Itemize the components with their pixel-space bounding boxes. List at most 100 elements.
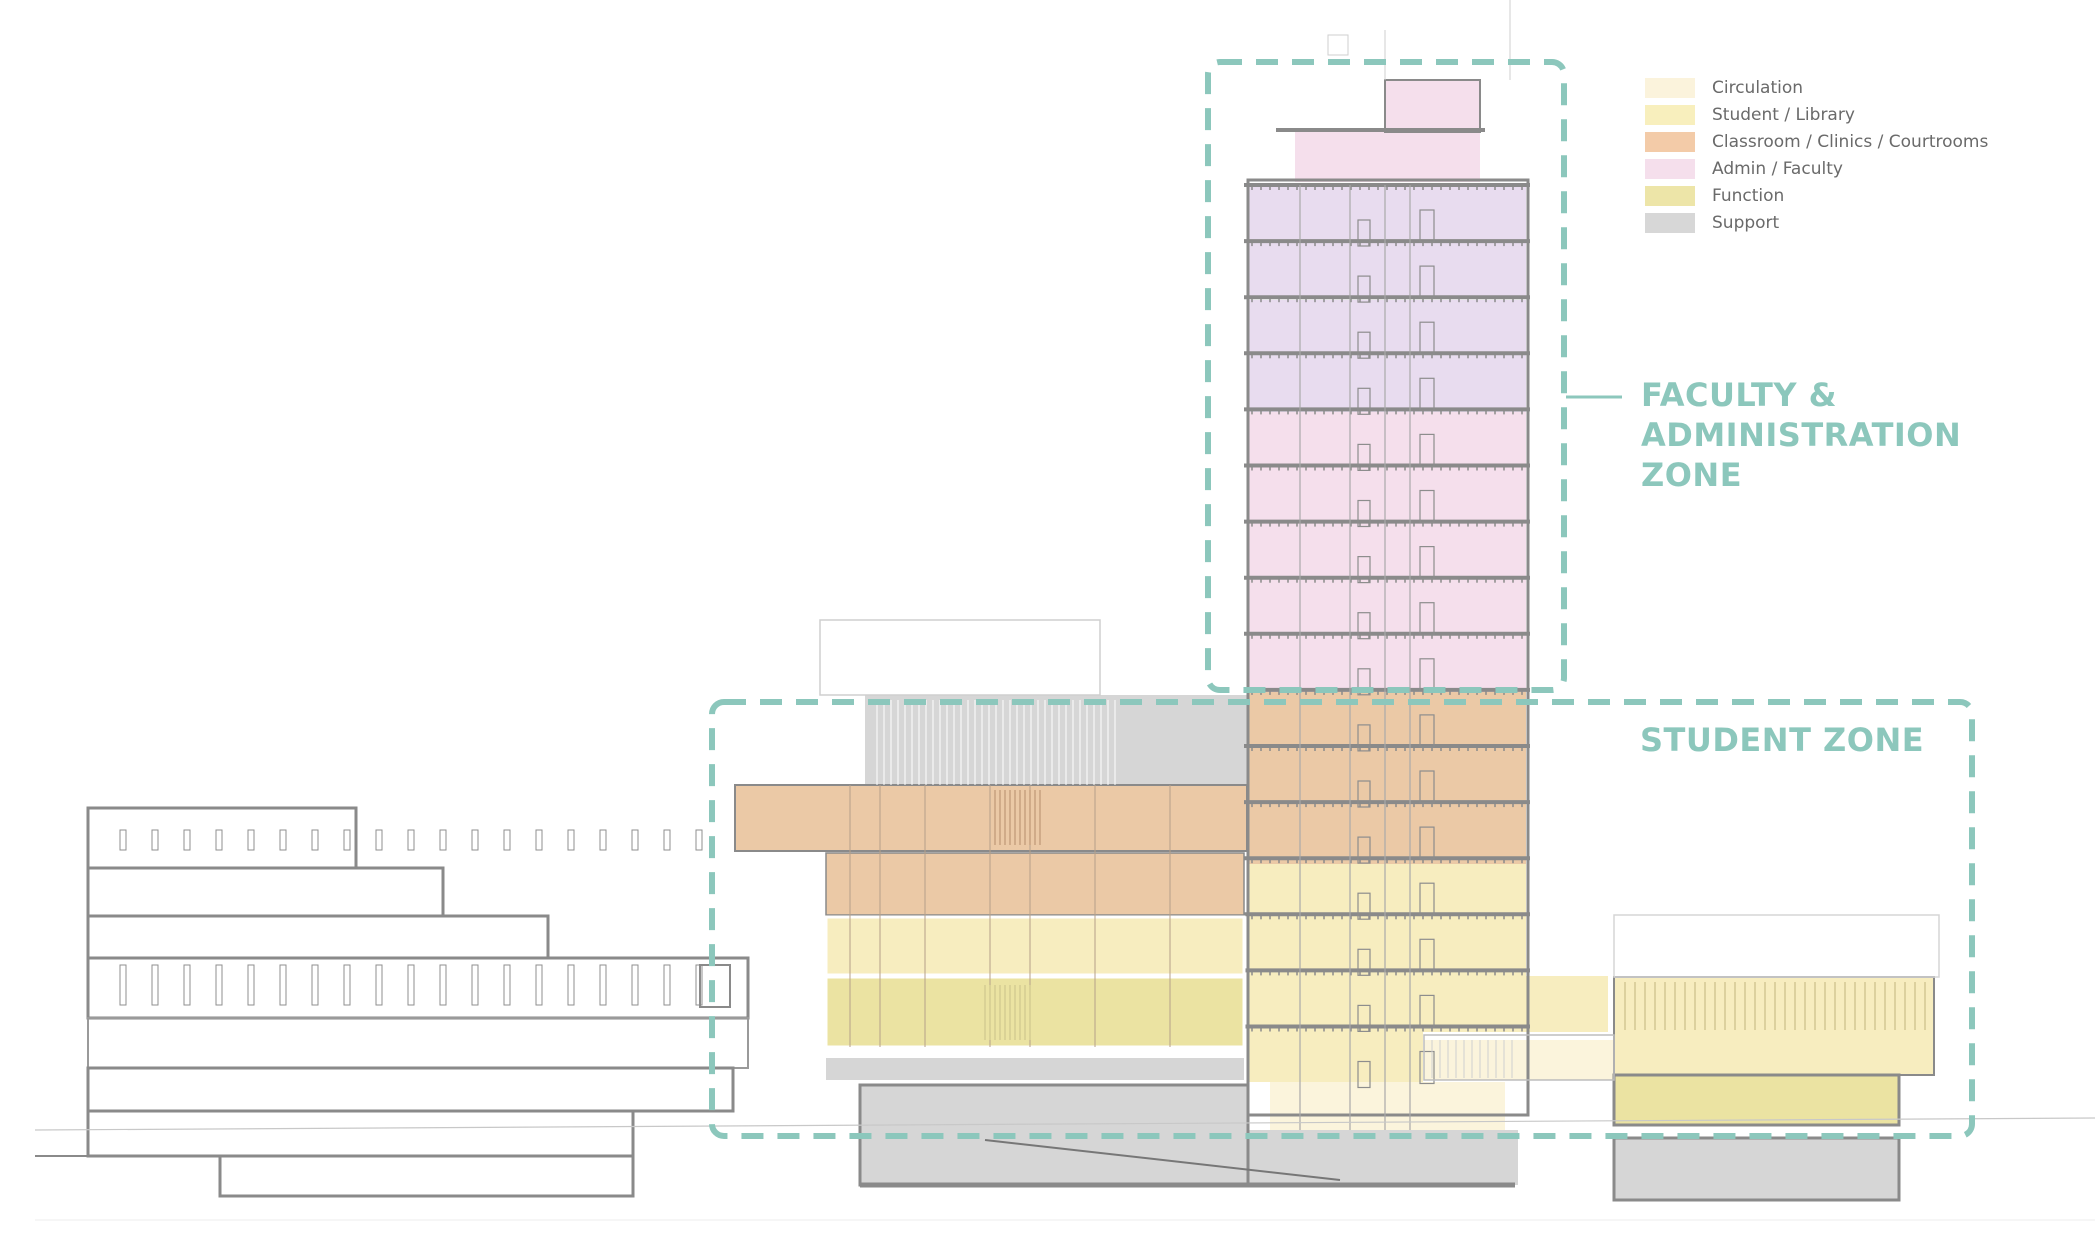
legend-label: Student / Library xyxy=(1712,104,1855,125)
left-building-window xyxy=(343,829,351,851)
door xyxy=(1357,1060,1371,1089)
left-building-window xyxy=(183,829,191,851)
left-building-window xyxy=(439,964,447,1006)
door xyxy=(1419,489,1435,524)
tower-outline xyxy=(1246,178,1530,1117)
door xyxy=(1357,668,1371,696)
left-building-floor xyxy=(86,914,550,960)
tower-floor-admin-fill xyxy=(1248,300,1526,356)
left-building-window xyxy=(119,829,127,851)
penthouse-admin-fill xyxy=(1385,80,1480,132)
tower-floor-admin-fill xyxy=(1248,243,1526,299)
door xyxy=(1419,1050,1435,1085)
left-building-window xyxy=(311,829,319,851)
student-zone-label: STUDENT ZONE xyxy=(1640,720,1924,760)
middle-rooftop-frame xyxy=(819,619,1101,696)
left-building-window xyxy=(567,829,575,851)
left-building-window xyxy=(407,964,415,1006)
middle-function-outline xyxy=(824,975,1246,1049)
tower-floor-classroom-fill xyxy=(1248,808,1526,864)
left-building-window xyxy=(439,829,447,851)
bridge-circulation-fill xyxy=(1424,1040,1614,1080)
door xyxy=(1419,321,1435,355)
legend-swatch-classroom xyxy=(1645,131,1695,152)
left-building-window xyxy=(407,829,415,851)
legend-item-admin-faculty: Admin / Faculty xyxy=(1645,155,1988,182)
door xyxy=(1419,826,1435,860)
legend-swatch-support xyxy=(1645,212,1695,233)
faculty-zone-label-line: FACULTY & xyxy=(1641,376,1838,414)
door xyxy=(1357,612,1371,640)
legend-item-classroom: Classroom / Clinics / Courtrooms xyxy=(1645,128,1988,155)
door xyxy=(1357,219,1371,247)
left-building-window xyxy=(215,964,223,1006)
tower-floor-admin-fill xyxy=(1248,468,1526,524)
door xyxy=(1419,545,1435,580)
door xyxy=(1419,882,1435,916)
middle-support-fill xyxy=(826,1058,1244,1080)
upper-admin-fill xyxy=(1295,132,1480,182)
door xyxy=(1419,265,1435,299)
door xyxy=(1419,714,1435,748)
door xyxy=(1419,209,1435,243)
left-building-floor xyxy=(86,1109,635,1158)
middle-classroom-fill xyxy=(735,785,1247,851)
left-building-window xyxy=(503,964,511,1006)
middle-classroom-outline xyxy=(734,784,1248,852)
legend-label: Classroom / Clinics / Courtrooms xyxy=(1712,131,1989,152)
left-building-window xyxy=(375,829,383,851)
right-student-fill xyxy=(1614,1027,1934,1075)
legend-swatch-student-library xyxy=(1645,104,1695,125)
roof-box xyxy=(1327,34,1349,56)
door xyxy=(1357,780,1371,808)
tower-floor-student-fill xyxy=(1248,864,1526,920)
left-building-window xyxy=(663,829,671,851)
left-building-window xyxy=(471,829,479,851)
legend-swatch-circulation xyxy=(1645,77,1695,98)
student-zone-outline xyxy=(709,699,1975,1139)
middle-classroom-fill xyxy=(826,853,1244,915)
door xyxy=(1357,499,1371,528)
program-fills xyxy=(735,80,1934,1200)
left-building-window xyxy=(535,829,543,851)
door xyxy=(1357,443,1371,471)
left-building-window xyxy=(663,964,671,1006)
door xyxy=(1419,938,1435,972)
left-building-window xyxy=(695,829,703,851)
left-building-window xyxy=(599,964,607,1006)
left-building-window xyxy=(631,829,639,851)
middle-student-fill xyxy=(826,917,1244,975)
tower-floor-admin-fill xyxy=(1248,185,1526,241)
zone-outlines xyxy=(709,59,1975,1139)
door xyxy=(1357,724,1371,752)
door xyxy=(1357,331,1371,359)
left-building-window xyxy=(535,964,543,1006)
tower-floor-student-fill xyxy=(1248,920,1526,976)
door xyxy=(1419,602,1435,636)
tower-basement-support-fill xyxy=(1248,1130,1518,1185)
tower-floor-admin-fill xyxy=(1248,524,1526,580)
left-building-window xyxy=(279,829,287,851)
left-building-window xyxy=(567,964,575,1006)
left-building-floor xyxy=(86,956,750,1020)
door xyxy=(1357,836,1371,864)
tower-floor-student-fill xyxy=(1248,976,1608,1032)
door xyxy=(1357,555,1371,584)
left-building-window xyxy=(471,964,479,1006)
faculty-zone-label: FACULTY & ADMINISTRATION ZONE xyxy=(1641,375,1961,495)
left-building-window xyxy=(151,964,159,1006)
door xyxy=(1357,892,1371,920)
faculty-zone-label-line: ADMINISTRATION xyxy=(1641,416,1962,454)
tower-floor-student-fill xyxy=(1248,1032,1423,1082)
door xyxy=(1419,433,1435,467)
ground-line xyxy=(34,1117,2095,1131)
legend-item-support: Support xyxy=(1645,209,1988,236)
left-building-window xyxy=(119,964,127,1006)
faculty-zone-outline xyxy=(1205,59,1567,693)
tower-floor-admin-fill xyxy=(1248,636,1526,692)
legend-label: Support xyxy=(1712,212,1780,233)
door xyxy=(1357,275,1371,303)
door xyxy=(1357,387,1371,415)
middle-function-fill xyxy=(826,977,1244,1047)
